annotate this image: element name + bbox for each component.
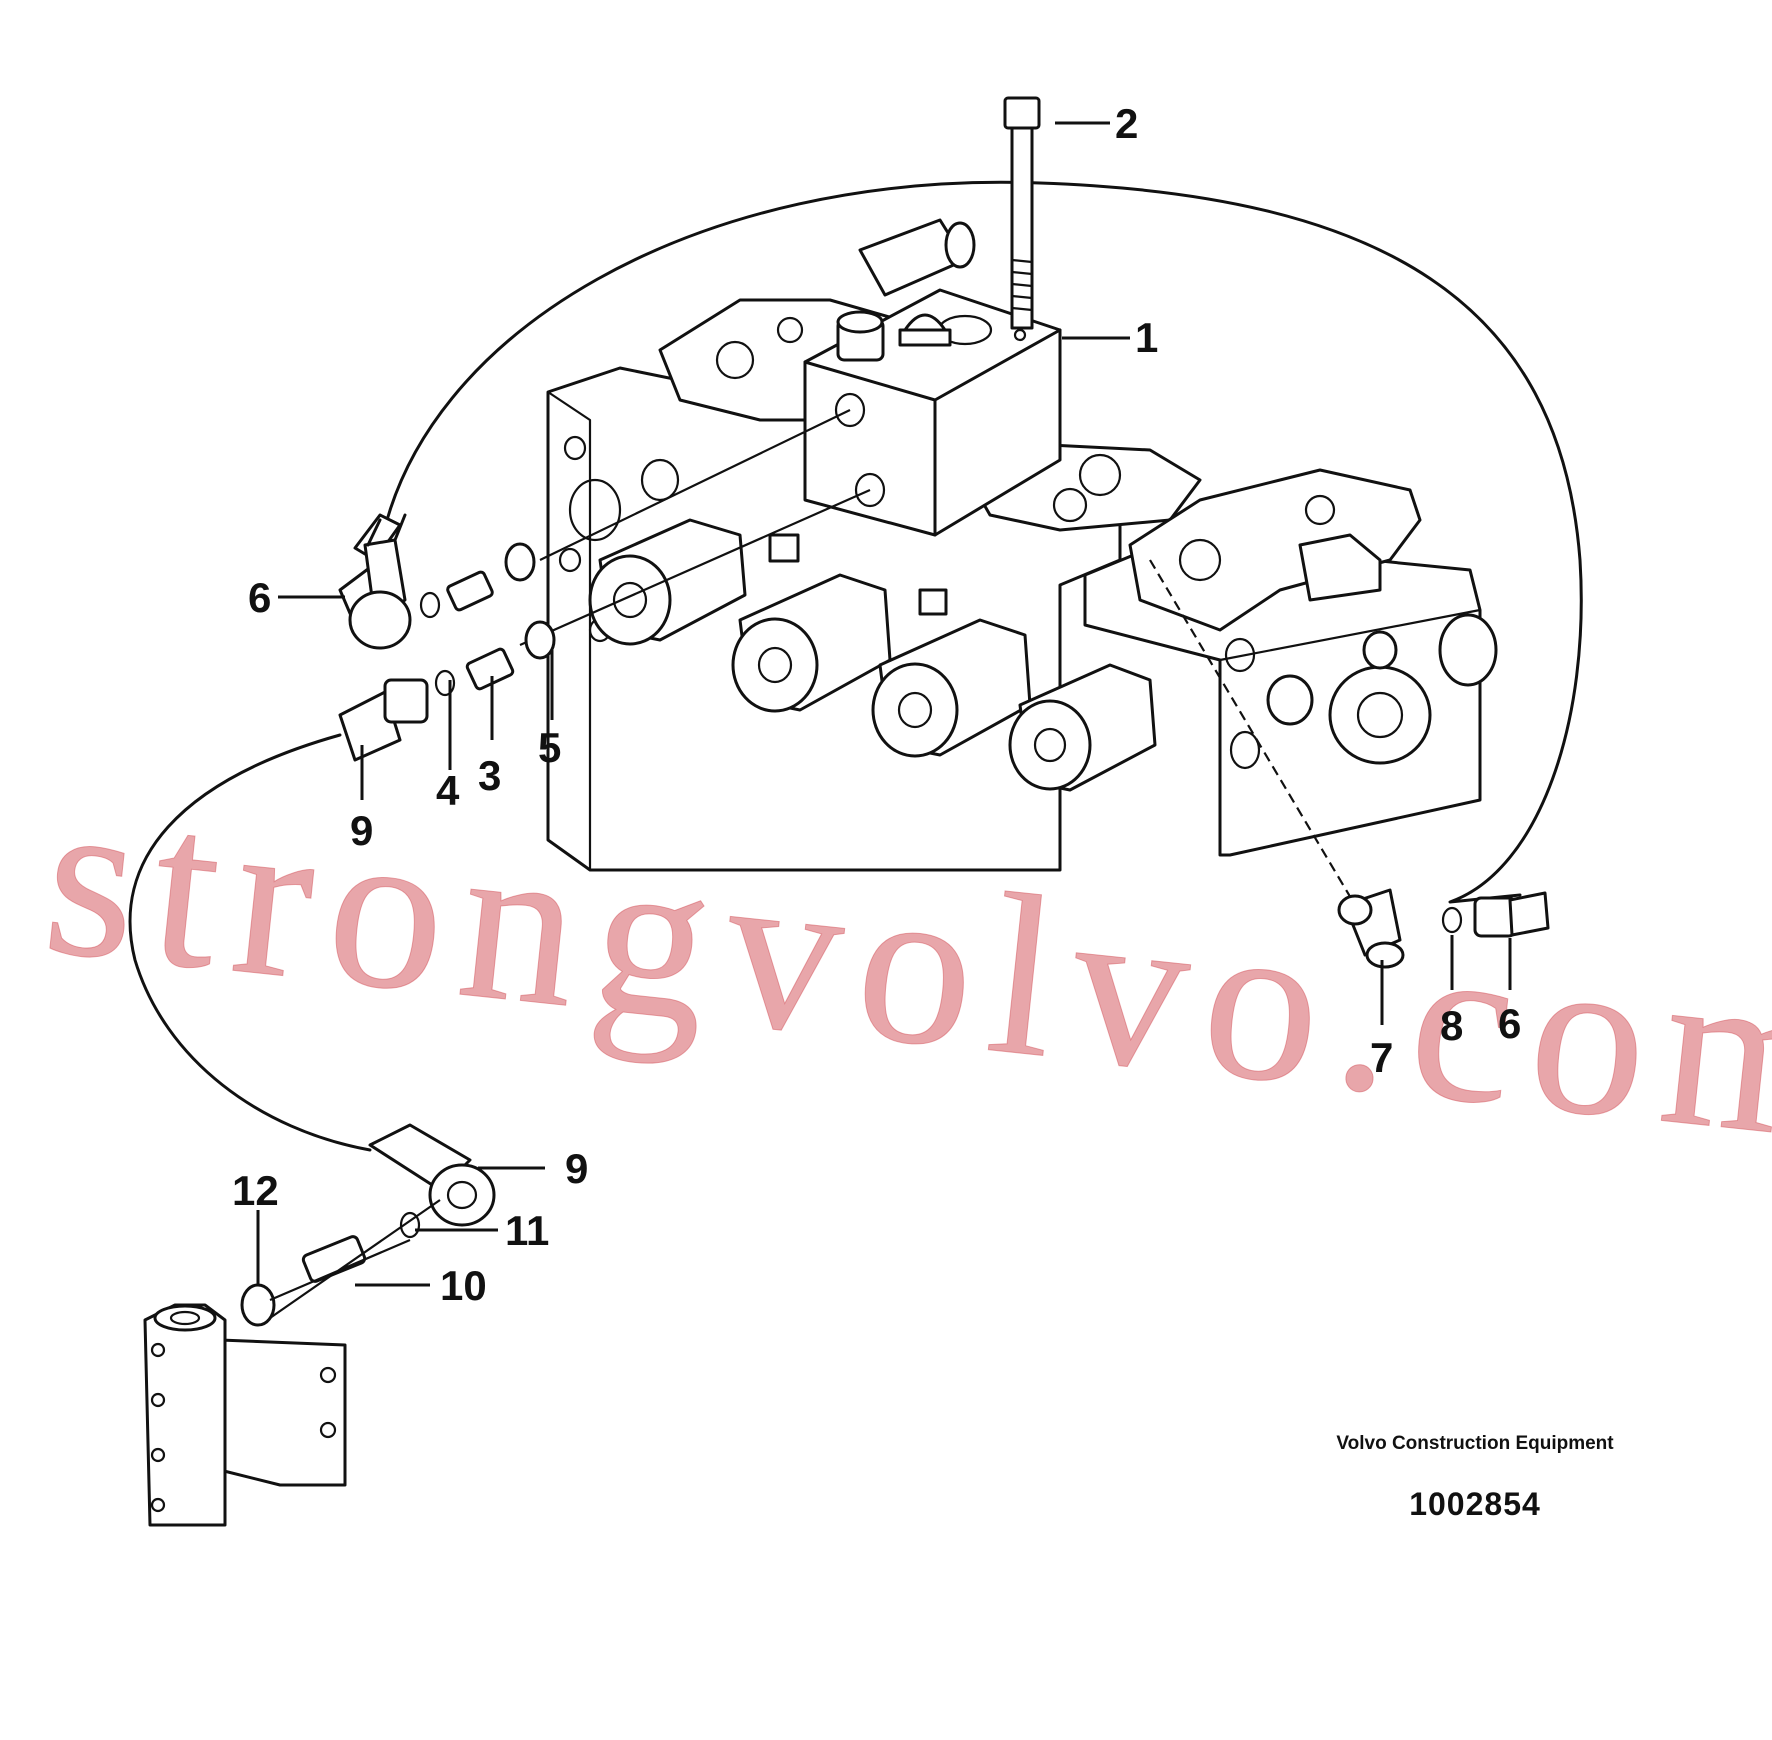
manufacturer-caption: Volvo Construction Equipment xyxy=(1336,1433,1614,1454)
callout-4: 4 xyxy=(436,767,460,814)
right-fitting-row xyxy=(1337,888,1550,969)
callout-6-right: 6 xyxy=(1498,1000,1521,1047)
lower-fitting-row xyxy=(338,620,556,762)
callout-10: 10 xyxy=(440,1262,487,1309)
callout-1: 1 xyxy=(1135,314,1158,361)
supply-hose xyxy=(128,733,372,1152)
callout-3: 3 xyxy=(478,752,501,799)
callout-6-left: 6 xyxy=(248,574,271,621)
callout-11: 11 xyxy=(505,1207,549,1254)
callout-5: 5 xyxy=(538,724,561,771)
mounting-bracket xyxy=(143,1303,347,1527)
return-hose xyxy=(378,180,1583,904)
callout-8: 8 xyxy=(1440,1002,1463,1049)
lower-elbow-assembly xyxy=(240,1123,496,1327)
centerline-dashed xyxy=(1149,559,1356,906)
callout-12: 12 xyxy=(232,1167,279,1214)
diagram-number: 1002854 xyxy=(1409,1486,1541,1522)
callout-9-lower: 9 xyxy=(565,1145,588,1192)
callout-2: 2 xyxy=(1115,100,1138,147)
centerline-lower xyxy=(519,488,871,647)
callout-9-upper: 9 xyxy=(350,807,373,854)
callout-7: 7 xyxy=(1370,1034,1393,1081)
elbow-fitting-left xyxy=(348,513,412,650)
valve-block xyxy=(803,288,1062,537)
leader-lines xyxy=(256,121,1512,1287)
bolt xyxy=(1003,96,1041,330)
centerline-upper xyxy=(539,409,851,561)
